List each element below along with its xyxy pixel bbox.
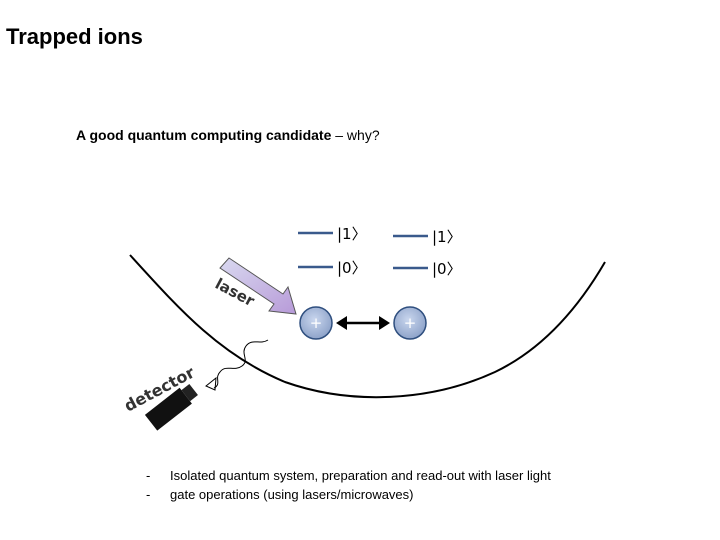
laser-beam-arrow [219, 257, 297, 315]
bullet-item: gate operations (using lasers/microwaves… [146, 485, 551, 504]
subtitle-bold: A good quantum computing candidate [76, 127, 332, 143]
photon-arrowhead [205, 376, 217, 391]
slide-subtitle: A good quantum computing candidate – why… [76, 127, 380, 143]
state-1-left: |1〉 [337, 225, 367, 243]
bullet-item: Isolated quantum system, preparation and… [146, 466, 551, 485]
state-0-left: |0〉 [337, 259, 367, 277]
state-1-right: |1〉 [432, 228, 462, 246]
trap-potential-curve [129, 254, 606, 399]
ion-left-charge: + [310, 314, 323, 332]
ion-right: + [393, 306, 427, 340]
state-0-right: |0〉 [432, 260, 462, 278]
ion-right-charge: + [404, 314, 417, 332]
fluorescence-photon [213, 339, 269, 389]
coupling-arrow [336, 316, 390, 330]
subtitle-rest: – why? [331, 127, 380, 143]
slide-title: Trapped ions [6, 24, 143, 49]
ion-left: + [299, 306, 333, 340]
detector-device [144, 384, 198, 431]
bullet-list: Isolated quantum system, preparation and… [146, 466, 551, 504]
